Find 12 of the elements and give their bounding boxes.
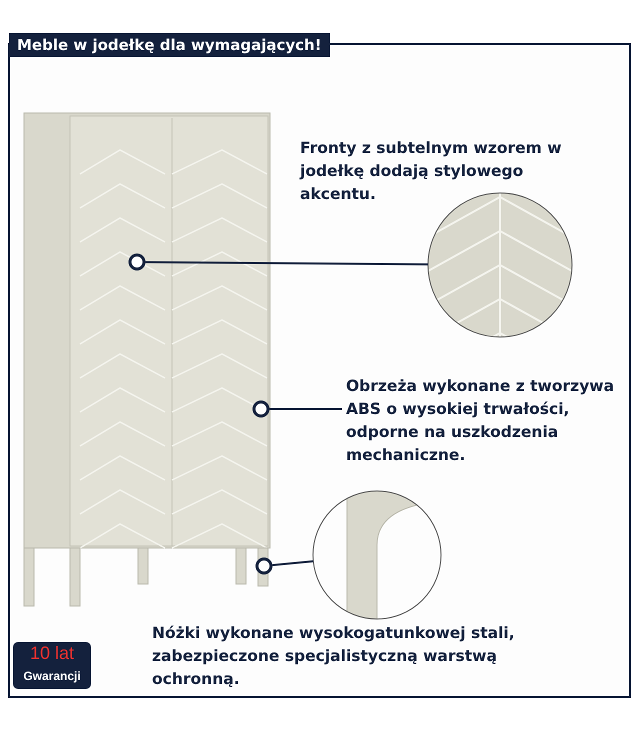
- callout-text: Obrzeża wykonane z tworzywa ABS o wysokiej trwałości, odporne na uszkodzenia mechaniczne.: [346, 375, 626, 467]
- title-banner: Meble w jodełkę dla wymagających!: [9, 33, 330, 57]
- marker-dot: [252, 400, 270, 418]
- marker-dot: [128, 254, 146, 270]
- leader-line: [146, 261, 428, 266]
- leader-line: [272, 560, 314, 566]
- marker-dot: [256, 558, 272, 574]
- callout-text: Fronty z subtelnym wzorem w jodełkę dodają stylowego akcentu.: [300, 137, 600, 206]
- badge-text: Gwarancji: [23, 668, 81, 684]
- leader-line: [270, 408, 342, 410]
- badge-heading: 10 lat: [30, 642, 74, 665]
- callout-text: Nóżki wykonane wysokogatunkowej stali, zabezpieczone specjalistyczną warstwą ochronną.: [152, 622, 522, 691]
